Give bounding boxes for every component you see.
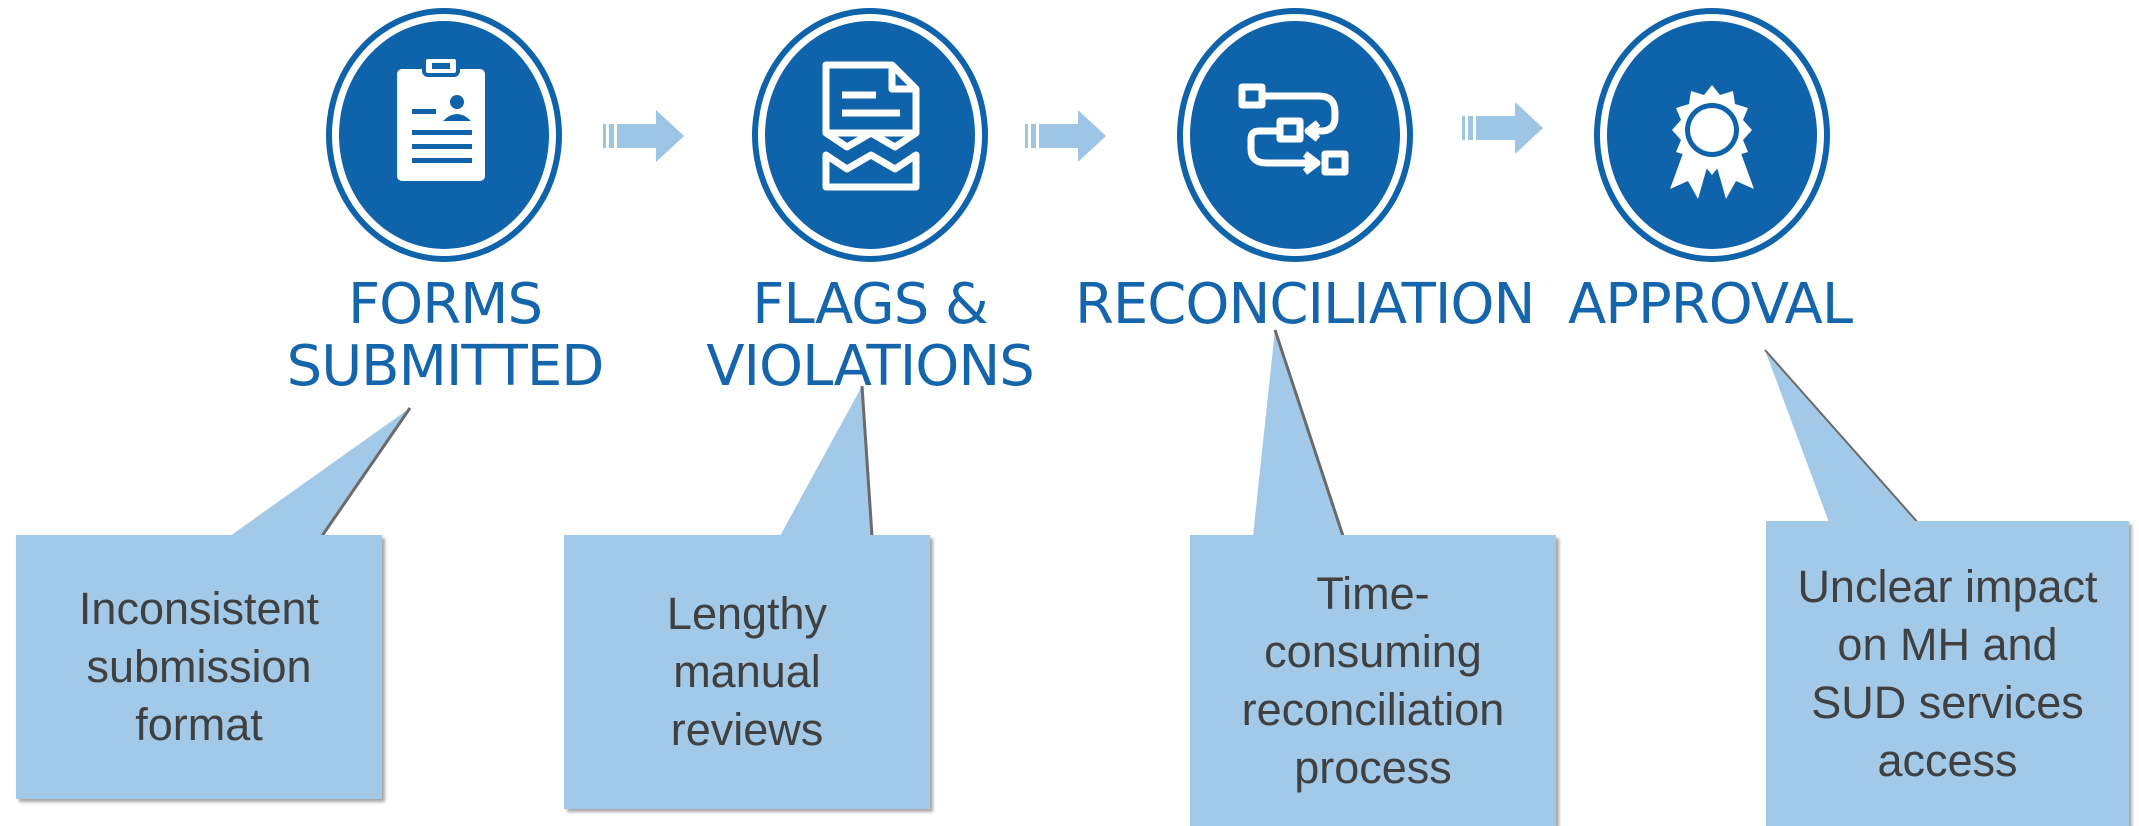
process-flow-icon xyxy=(1238,83,1349,176)
stage-label-line: APPROVAL xyxy=(1567,272,1853,337)
callout-line: submission xyxy=(86,641,312,692)
callout-line: consuming xyxy=(1264,625,1482,677)
flags-violations-circle xyxy=(750,5,990,265)
stage-label-approval: APPROVAL xyxy=(1560,274,1860,336)
callout-forms-submitted: Inconsistent submission format xyxy=(16,535,382,799)
flow-arrow-2 xyxy=(1025,110,1106,162)
callout-line: format xyxy=(135,699,263,750)
stage-label-line: FLAGS & xyxy=(752,272,988,337)
flow-arrow-3 xyxy=(1462,102,1543,154)
stage-label-line: RECONCILIATION xyxy=(1075,272,1535,337)
torn-document-icon xyxy=(822,61,920,191)
clipboard-person-icon xyxy=(397,55,485,181)
callout-line: Unclear impact xyxy=(1797,560,2098,612)
callout-line: SUD services xyxy=(1811,676,2084,728)
callout-line: Time- xyxy=(1316,567,1430,619)
award-ribbon-icon xyxy=(1670,85,1754,199)
callout-pointer-2 xyxy=(780,386,872,536)
forms-submitted-circle xyxy=(324,5,564,265)
callout-line: process xyxy=(1294,741,1452,793)
callout-line: on MH and xyxy=(1837,618,2058,670)
callout-line: reconciliation xyxy=(1241,683,1505,735)
stage-label-line: SUBMITTED xyxy=(286,334,605,399)
callout-line: access xyxy=(1877,734,2018,786)
stage-label-line: FORMS xyxy=(347,272,543,337)
stage-label-forms-submitted: FORMS SUBMITTED xyxy=(280,274,610,398)
callout-line: Lengthy xyxy=(666,588,828,639)
reconciliation-circle xyxy=(1175,5,1415,265)
stage-label-flags-violations: FLAGS & VIOLATIONS xyxy=(700,274,1040,398)
callout-line: Inconsistent xyxy=(78,583,320,634)
callout-pointer-1 xyxy=(230,408,410,536)
approval-circle xyxy=(1592,5,1832,265)
callout-line: reviews xyxy=(670,704,824,755)
callout-pointer-3 xyxy=(1253,330,1343,536)
callout-reconciliation: Time- consuming reconciliation process xyxy=(1190,535,1556,826)
callout-line: manual xyxy=(673,646,821,697)
callout-flags-violations: Lengthy manual reviews xyxy=(564,535,930,809)
callout-approval: Unclear impact on MH and SUD services ac… xyxy=(1766,521,2129,826)
stage-label-reconciliation: RECONCILIATION xyxy=(1075,272,1535,337)
flow-arrow-1 xyxy=(603,110,684,162)
stage-label-line: VIOLATIONS xyxy=(706,334,1035,399)
